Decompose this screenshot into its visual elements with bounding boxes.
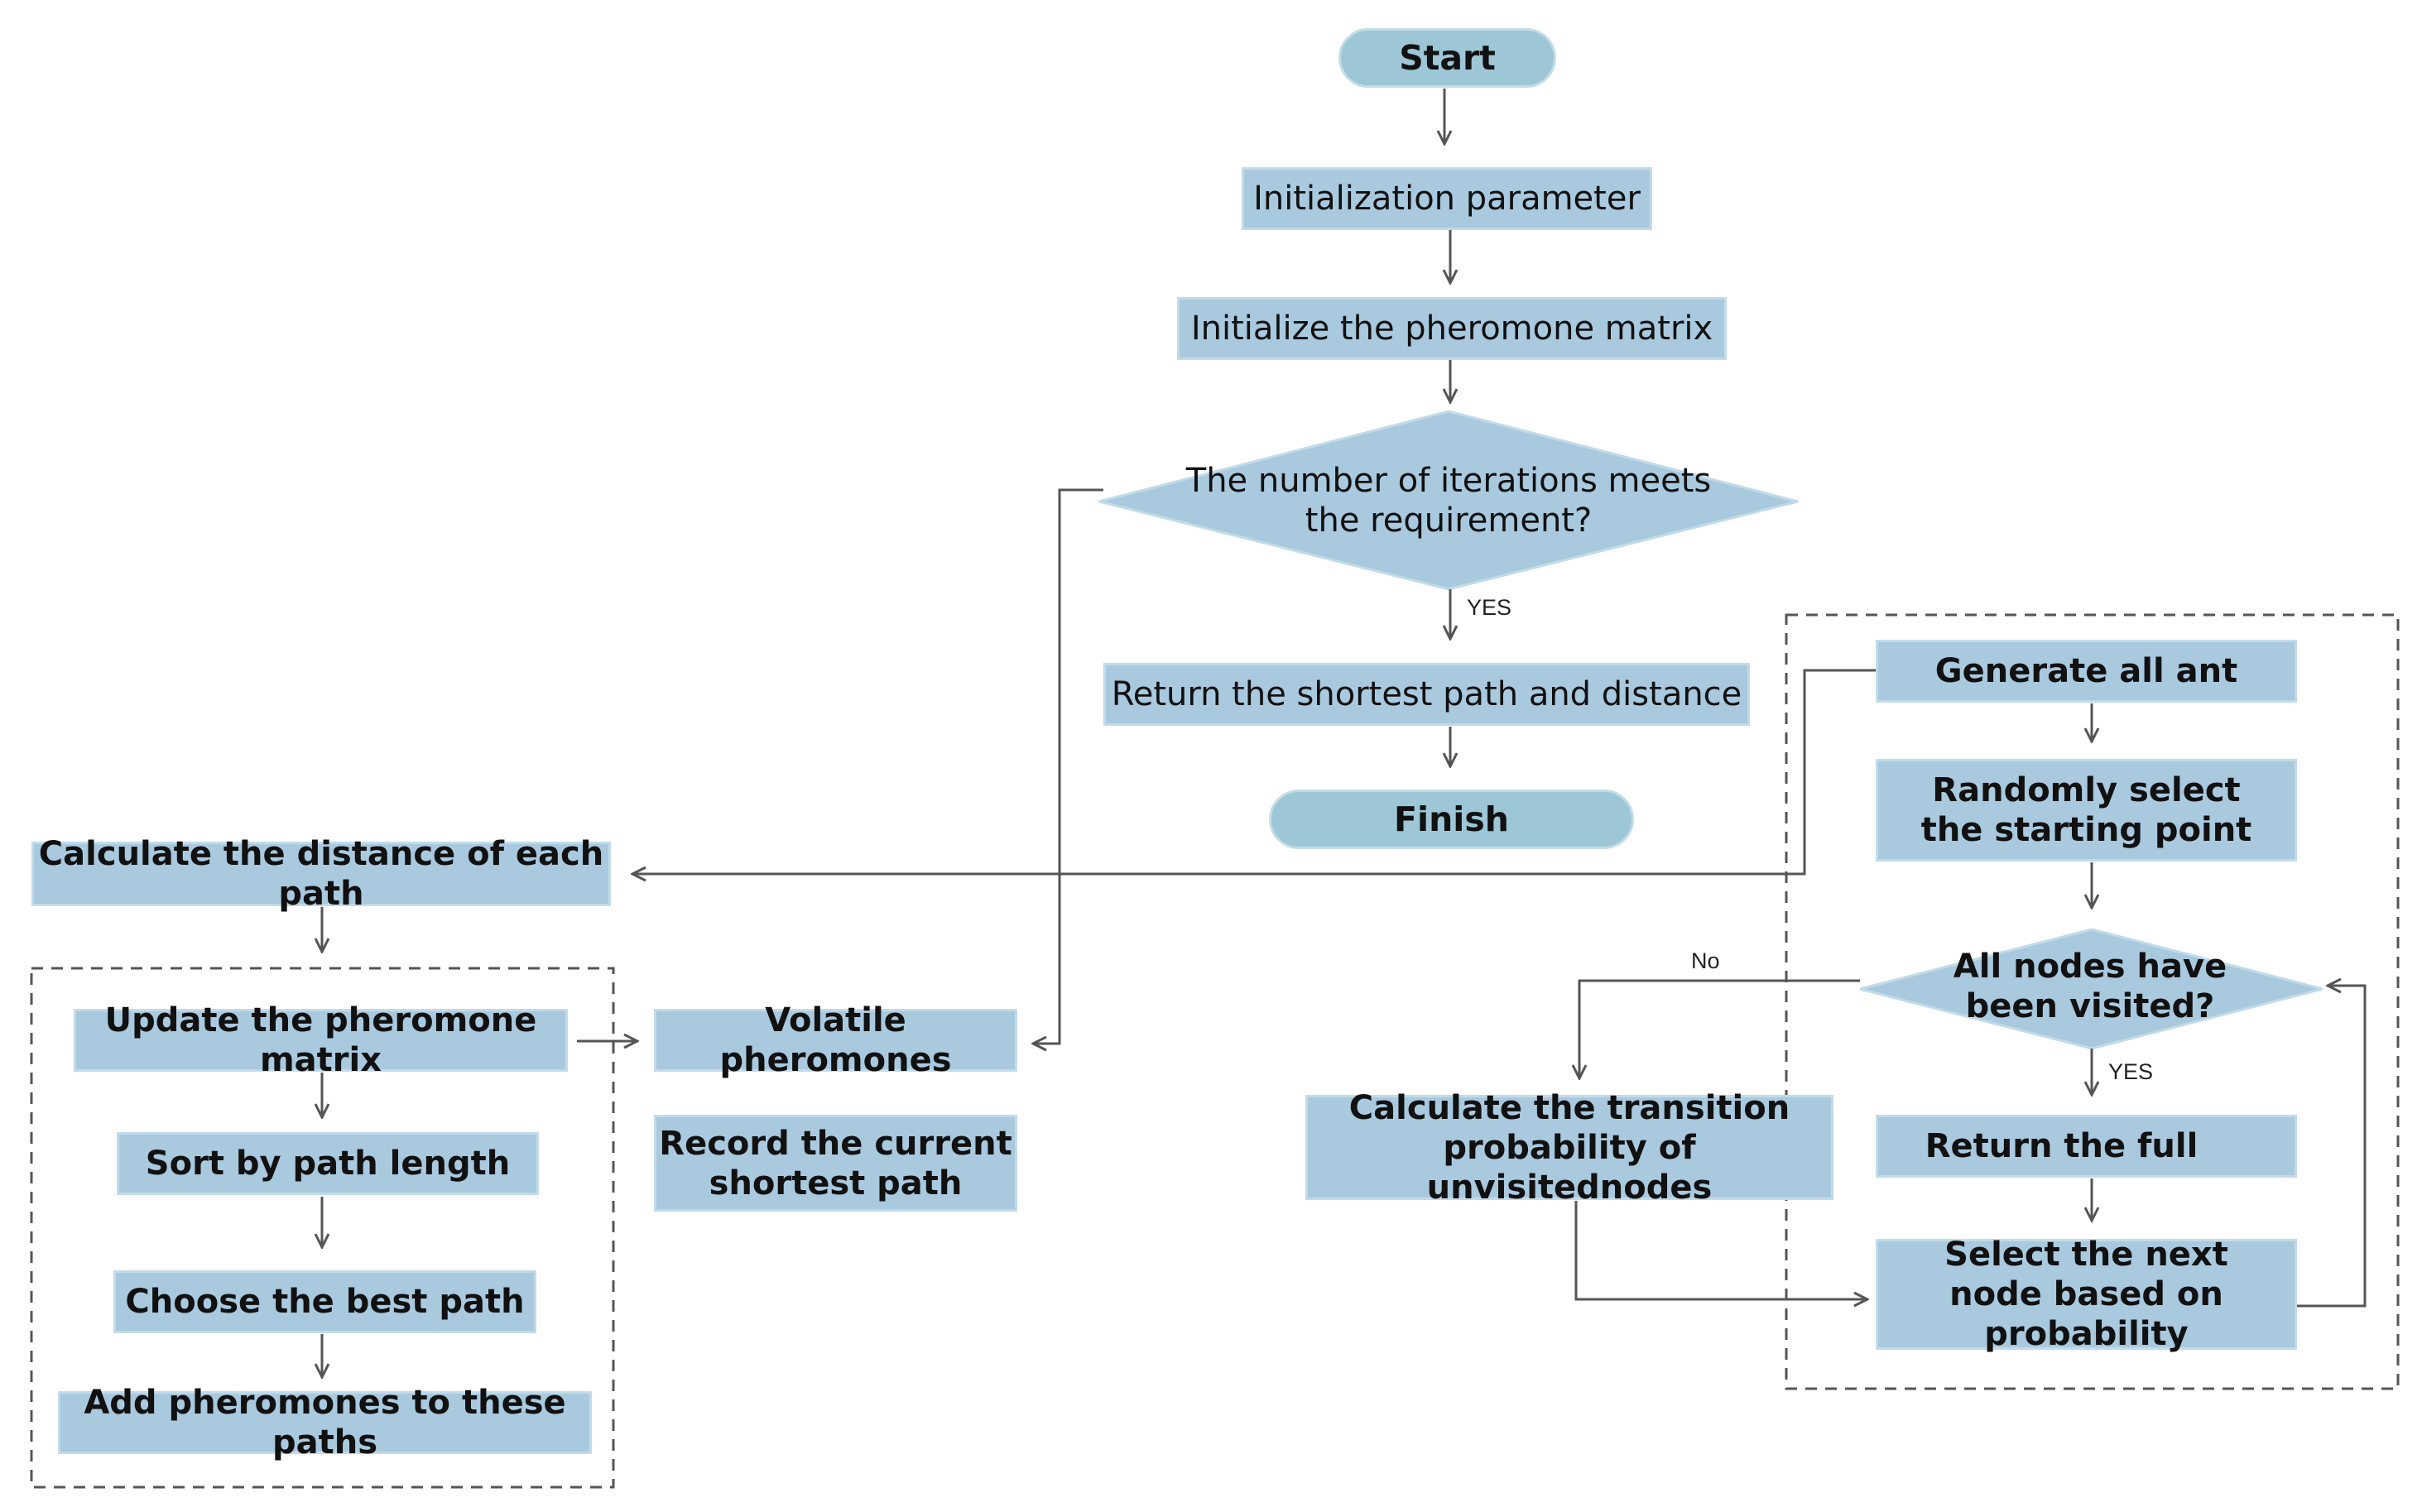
init-param-box: Initialization parameter bbox=[1242, 167, 1652, 230]
finish-node: Finish bbox=[1269, 790, 1634, 849]
edge-visited-no-to-transition bbox=[1579, 979, 1860, 1078]
init-pheromone-box: Initialize the pheromone matrix bbox=[1177, 297, 1727, 360]
edge-transition-to-select bbox=[1574, 1201, 1867, 1299]
yes-label-iterations: YES bbox=[1467, 595, 1512, 620]
return-shortest-box: Return the shortest path and distance bbox=[1103, 663, 1750, 726]
calc-transition-box: Calculate the transition probability of … bbox=[1305, 1089, 1833, 1207]
random-start-box: Randomly select the starting point bbox=[1876, 759, 2297, 862]
sort-length-box: Sort by path length bbox=[117, 1132, 539, 1195]
calc-distance-box: Calculate the distance of each path bbox=[31, 835, 611, 913]
edge-check-no-to-volatile bbox=[1033, 488, 1103, 1044]
update-matrix-box: Update the pheromone matrix bbox=[74, 1001, 568, 1079]
edge-select-loop-to-visited bbox=[2296, 986, 2367, 1308]
return-full-box: Return the full bbox=[1876, 1115, 2297, 1178]
select-next-box: Select the next node based on probabilit… bbox=[1876, 1236, 2297, 1353]
iter-check-diamond bbox=[1098, 410, 1799, 591]
pheromone-update-group bbox=[30, 967, 615, 1489]
edge-generate-to-calc-distance bbox=[632, 669, 1878, 874]
ant-tour-group bbox=[1785, 613, 2400, 1390]
volatile-pheromones-box: Volatile pheromones bbox=[654, 1001, 1017, 1079]
iter-check-text: The number of iterations meets the requi… bbox=[1185, 462, 1712, 540]
all-visited-text: All nodes have been visited? bbox=[1953, 948, 2227, 1025]
record-current-box: Record the current shortest path bbox=[654, 1115, 1017, 1212]
add-pheromones-box: Add pheromones to these paths bbox=[58, 1384, 592, 1462]
no-label-visited: No bbox=[1691, 948, 1720, 973]
start-node: Start bbox=[1338, 28, 1556, 88]
yes-label-visited: YES bbox=[2108, 1059, 2154, 1084]
generate-ants-box: Generate all ant bbox=[1876, 640, 2297, 703]
choose-best-box: Choose the best path bbox=[113, 1270, 536, 1333]
